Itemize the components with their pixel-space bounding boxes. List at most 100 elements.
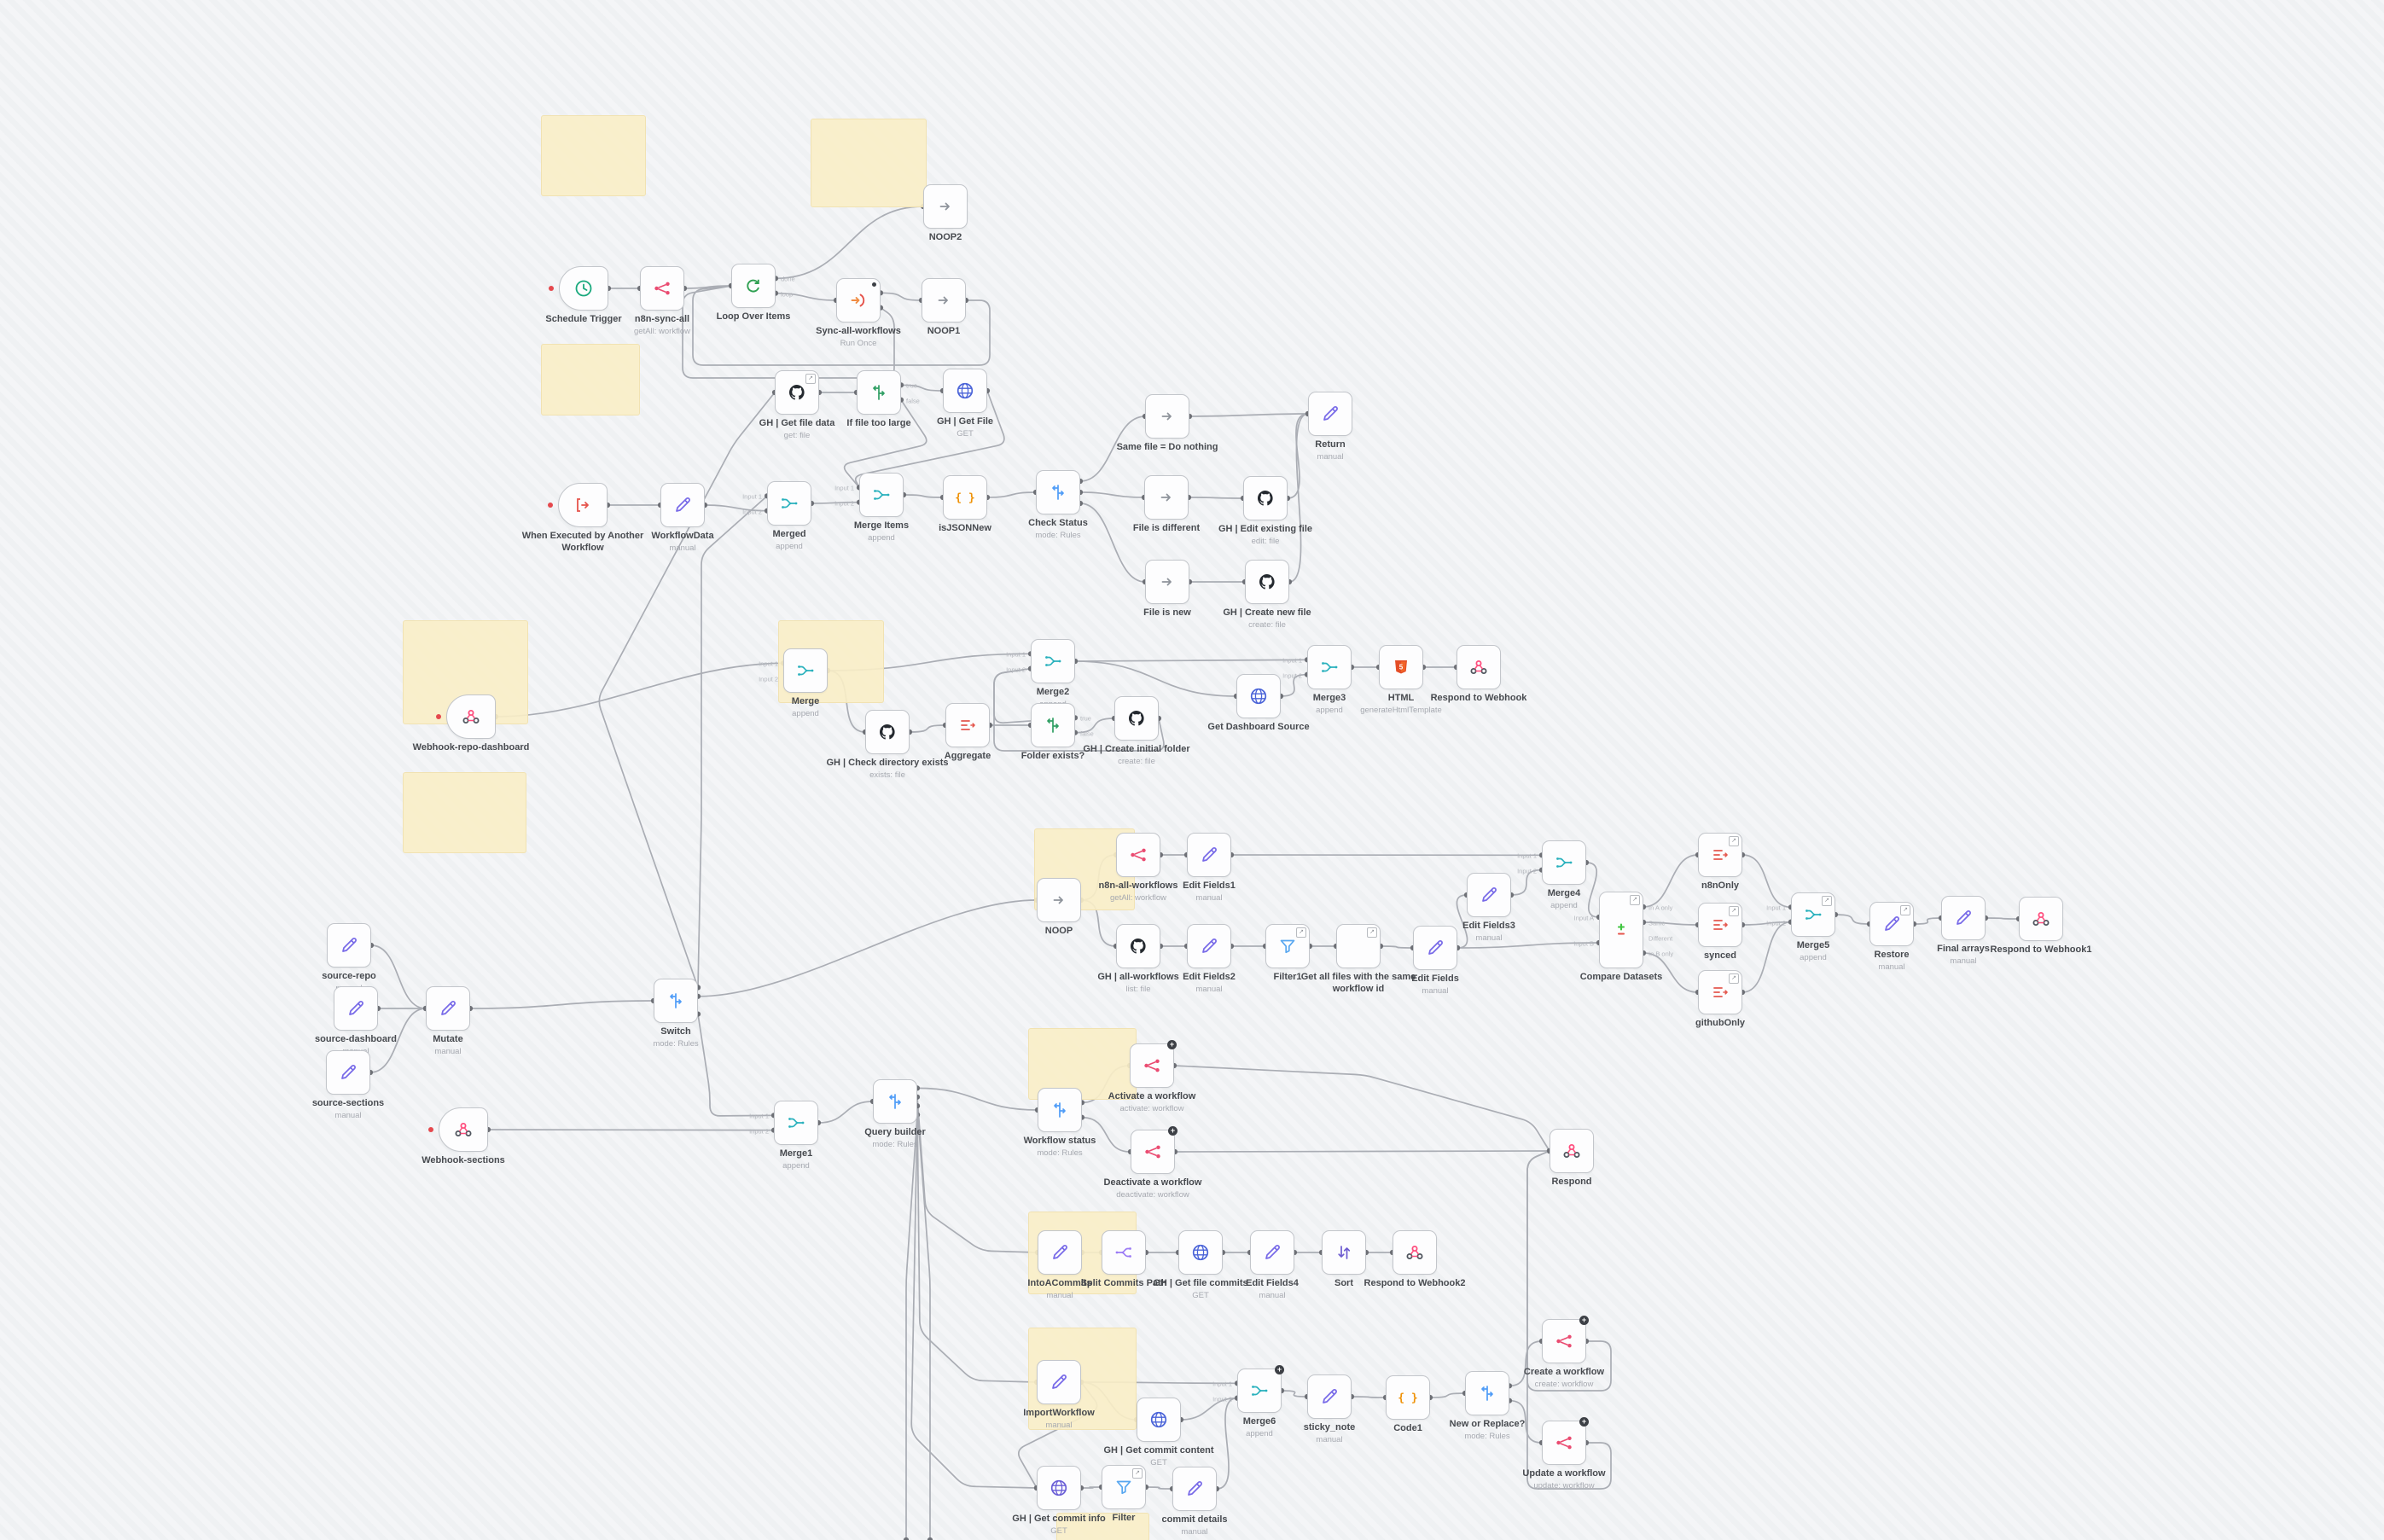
- node-same-file-do-nothing[interactable]: Same file = Do nothing: [1117, 394, 1218, 452]
- node-n8nonly[interactable]: ↗n8nOnly: [1698, 833, 1742, 891]
- node-get-dashboard-source[interactable]: Get Dashboard Source: [1207, 674, 1310, 732]
- node-file-is-new[interactable]: File is new: [1143, 560, 1191, 618]
- node-split-commits-path[interactable]: Split Commits Path: [1081, 1230, 1166, 1288]
- node-noop2[interactable]: NOOP2: [923, 184, 968, 242]
- input-port[interactable]: [903, 1537, 910, 1540]
- expand-icon[interactable]: ↗: [1822, 896, 1832, 906]
- node-filter[interactable]: ↗Filter: [1102, 1465, 1146, 1523]
- node-aggregate[interactable]: Aggregate: [945, 703, 991, 761]
- expand-icon[interactable]: ↗: [1630, 895, 1640, 905]
- expand-icon[interactable]: ↗: [1729, 906, 1739, 916]
- sticky-note[interactable]: [811, 119, 927, 207]
- expand-icon[interactable]: ↗: [1900, 905, 1910, 915]
- node-new-or-replace[interactable]: New or Replace?mode: Rules: [1450, 1371, 1525, 1441]
- node-isjsonnew[interactable]: { }isJSONNew: [939, 475, 991, 533]
- expand-icon[interactable]: ↗: [1729, 836, 1739, 846]
- switch-icon: [1048, 482, 1068, 503]
- expand-icon[interactable]: ↗: [1296, 927, 1306, 938]
- node-code1[interactable]: { }Code1: [1386, 1375, 1430, 1433]
- expand-icon[interactable]: ↗: [1132, 1468, 1143, 1479]
- node-when-executed[interactable]: When Executed by Another Workflow: [522, 483, 643, 553]
- node-schedule-trigger[interactable]: Schedule Trigger: [545, 266, 622, 324]
- node-source-repo[interactable]: source-repomanual: [322, 923, 376, 993]
- node-webhook-sections[interactable]: Webhook-sections: [422, 1107, 505, 1165]
- node-source-dashboard[interactable]: source-dashboardmanual: [315, 986, 397, 1056]
- expand-icon[interactable]: ↗: [1367, 927, 1377, 938]
- input-port[interactable]: [927, 1537, 933, 1540]
- sticky-note[interactable]: [541, 115, 646, 196]
- node-filter1[interactable]: ↗Filter1: [1265, 924, 1310, 982]
- node-synced[interactable]: ↗synced: [1698, 903, 1742, 961]
- sticky-note[interactable]: [403, 772, 526, 853]
- node-file-is-different[interactable]: File is different: [1133, 475, 1200, 533]
- node-get-all-files[interactable]: ↗Get all files with the same workflow id: [1301, 924, 1416, 994]
- node-respond-to-webhook[interactable]: Respond to Webhook: [1431, 645, 1526, 703]
- node-respond-to-webhook2[interactable]: Respond to Webhook2: [1364, 1230, 1465, 1288]
- n8n-icon: [652, 278, 672, 299]
- node-noop[interactable]: NOOP: [1037, 878, 1081, 936]
- node-noop1[interactable]: NOOP1: [922, 278, 966, 336]
- node-respond-to-webhook1[interactable]: Respond to Webhook1: [1991, 897, 2091, 955]
- node-webhook-repo-dashboard[interactable]: Webhook-repo-dashboard: [413, 694, 529, 753]
- connection: [1380, 945, 1414, 949]
- expand-icon[interactable]: ↗: [805, 374, 816, 384]
- expand-icon[interactable]: ↗: [1729, 973, 1739, 984]
- node-githubonly[interactable]: ↗githubOnly: [1695, 970, 1745, 1028]
- sticky-note[interactable]: [1056, 1513, 1149, 1540]
- node-sort[interactable]: Sort: [1322, 1230, 1366, 1288]
- sticky-note[interactable]: [541, 344, 640, 416]
- node-respond[interactable]: Respond: [1550, 1129, 1594, 1187]
